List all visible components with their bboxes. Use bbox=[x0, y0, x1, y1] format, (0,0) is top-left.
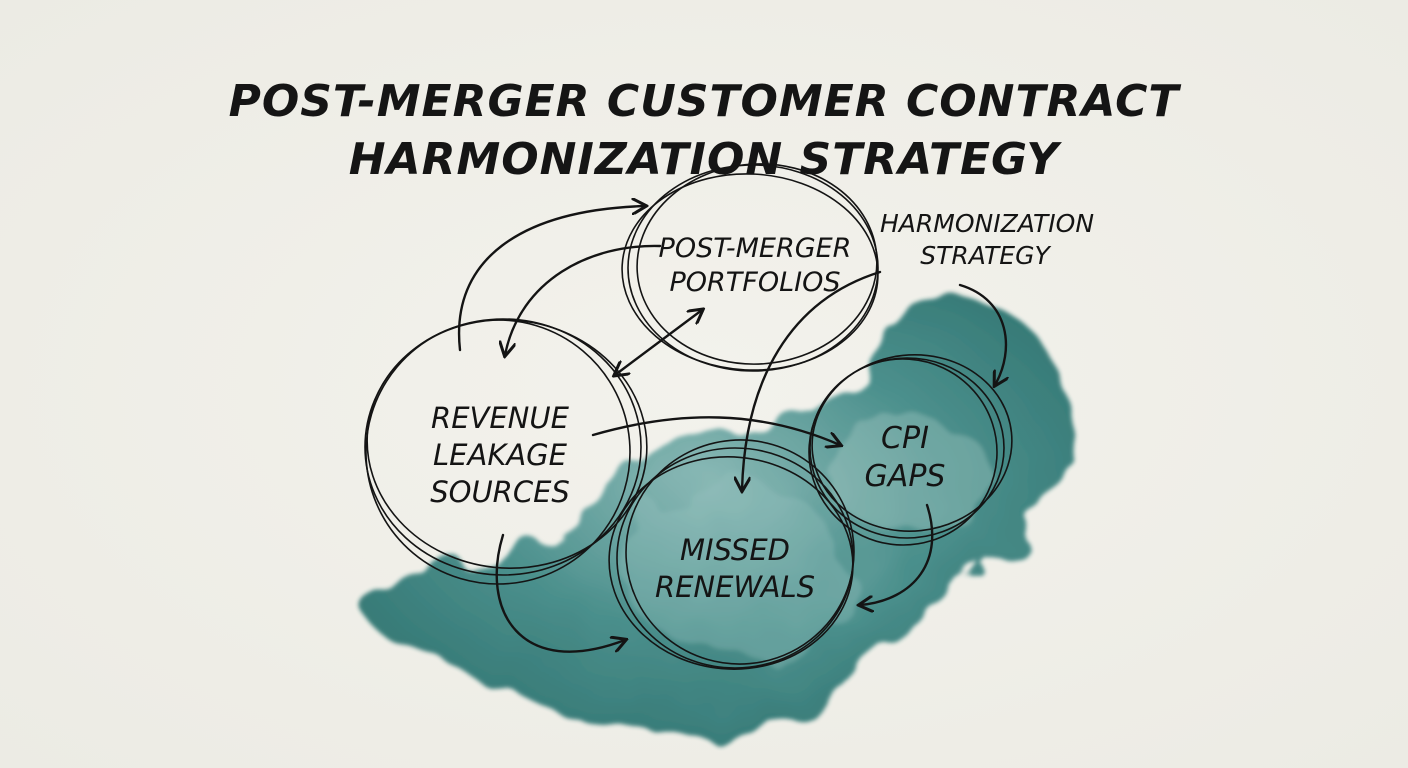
arrow-leakage-to-renewals bbox=[495, 533, 625, 653]
node-renewals-line-2: Renewals bbox=[654, 570, 816, 604]
node-portfolios-line-2: Portfolios bbox=[669, 267, 841, 298]
node-renewals: Missed Renewals bbox=[630, 532, 840, 606]
arrow-portfolios-to-leakage bbox=[505, 244, 662, 355]
node-circles bbox=[364, 163, 1013, 670]
page-title: Post-Merger Customer Contract Harmonizat… bbox=[0, 73, 1408, 189]
node-renewals-line-1: Missed bbox=[679, 533, 790, 567]
annotation-line-1: Harmonization bbox=[880, 209, 1095, 238]
arrow-leakage-to-portfolios bbox=[457, 206, 645, 352]
node-leakage-line-3: Sources bbox=[430, 475, 570, 509]
node-cpi: CPI Gaps bbox=[830, 420, 980, 496]
circle-renewals bbox=[608, 439, 855, 670]
arrow-leakage-to-cpi bbox=[591, 416, 840, 445]
node-leakage: Revenue Leakage Sources bbox=[395, 400, 605, 511]
node-leakage-line-2: Leakage bbox=[433, 438, 567, 472]
node-cpi-line-2: Gaps bbox=[864, 459, 946, 494]
title-line-2: Harmonization Strategy bbox=[348, 134, 1060, 186]
connector-arrows bbox=[457, 206, 1006, 653]
title-line-1: Post-Merger Customer Contract bbox=[228, 76, 1180, 128]
circle-cpi bbox=[808, 354, 1013, 546]
circle-portfolios bbox=[621, 163, 879, 372]
arrow-cpi-to-renewals bbox=[860, 503, 934, 605]
arrow-leakage-portfolios-bidir bbox=[615, 310, 702, 375]
arrow-strategy-to-renewals bbox=[742, 270, 882, 490]
node-cpi-line-1: CPI bbox=[881, 421, 929, 456]
circle-leakage bbox=[364, 318, 648, 585]
watercolor-wash bbox=[355, 289, 1071, 730]
annotation-harmonization-strategy: Harmonization Strategy bbox=[880, 208, 1095, 272]
node-portfolios: Post-Merger Portfolios bbox=[630, 232, 880, 300]
arrow-annotation-to-cpi bbox=[958, 283, 1006, 385]
annotation-line-2: Strategy bbox=[920, 241, 1050, 270]
node-leakage-line-1: Revenue bbox=[431, 401, 569, 435]
node-portfolios-line-1: Post-Merger bbox=[658, 233, 852, 264]
